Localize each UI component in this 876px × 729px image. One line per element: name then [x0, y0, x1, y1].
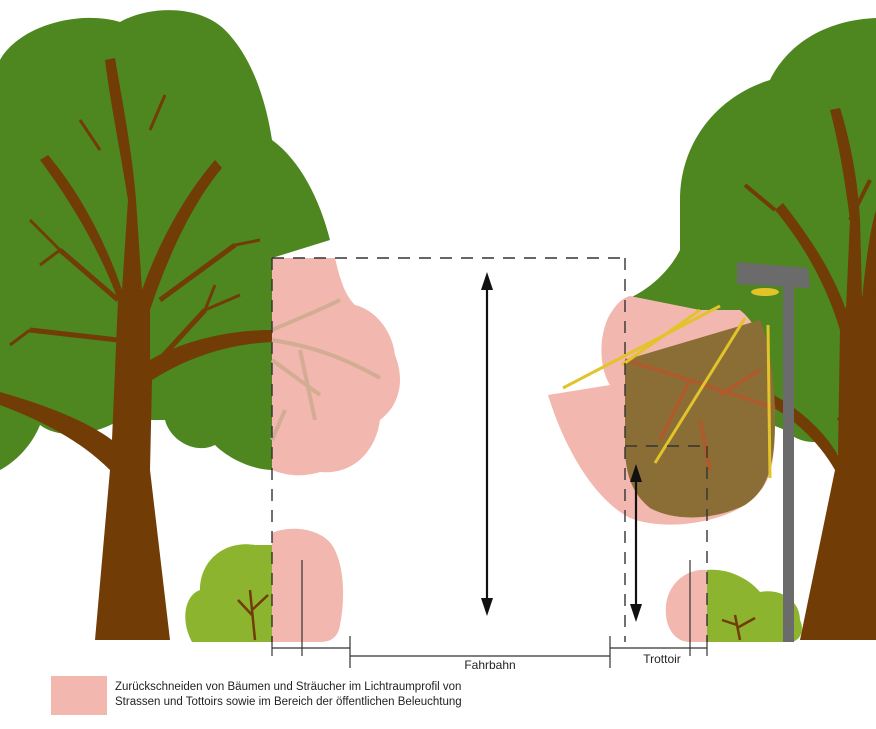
right-cut-zone-branches [624, 358, 776, 471]
street-lamp [562, 262, 810, 642]
left-cut-zone-branches [270, 298, 381, 441]
left-bush-shape [185, 544, 272, 642]
lamp-light-overlap [625, 320, 775, 518]
lamp-bulb [751, 288, 779, 296]
left-cut-zone-lower [272, 528, 344, 642]
roadway-height-arrow [481, 272, 493, 616]
left-tree-branch [29, 242, 237, 372]
legend-swatch [51, 676, 107, 715]
sidewalk-height-arrow [630, 464, 642, 622]
right-bush [707, 569, 802, 642]
left-tree-trunk [0, 58, 272, 640]
lamp-pole [783, 280, 794, 642]
lamp-head [737, 262, 810, 288]
right-tree-trunk [760, 108, 876, 640]
clearance-outline [271, 257, 708, 642]
left-bush [185, 544, 272, 642]
right-cut-zone [548, 296, 776, 642]
left-tree [0, 10, 330, 640]
left-cut-zone-upper [272, 258, 400, 476]
roadway-label: Fahrbahn [464, 658, 516, 672]
right-bush-branches [721, 614, 756, 641]
legend-text: Zurückschneiden von Bäumen und Sträucher… [115, 680, 675, 710]
right-tree-branch [743, 179, 876, 422]
right-cut-zone-lower [665, 569, 707, 642]
dimension-lines [271, 560, 708, 668]
legend-line-1: Zurückschneiden von Bäumen und Sträucher… [115, 681, 462, 693]
left-bush-branches [237, 589, 269, 641]
left-cut-zone [270, 258, 400, 642]
lamp-light-beam [562, 304, 772, 479]
sidewalk-label: Trottoir [643, 652, 681, 666]
legend-line-2: Strassen und Tottoirs sowie im Bereich d… [115, 696, 462, 708]
left-tree-twigs [9, 94, 261, 347]
